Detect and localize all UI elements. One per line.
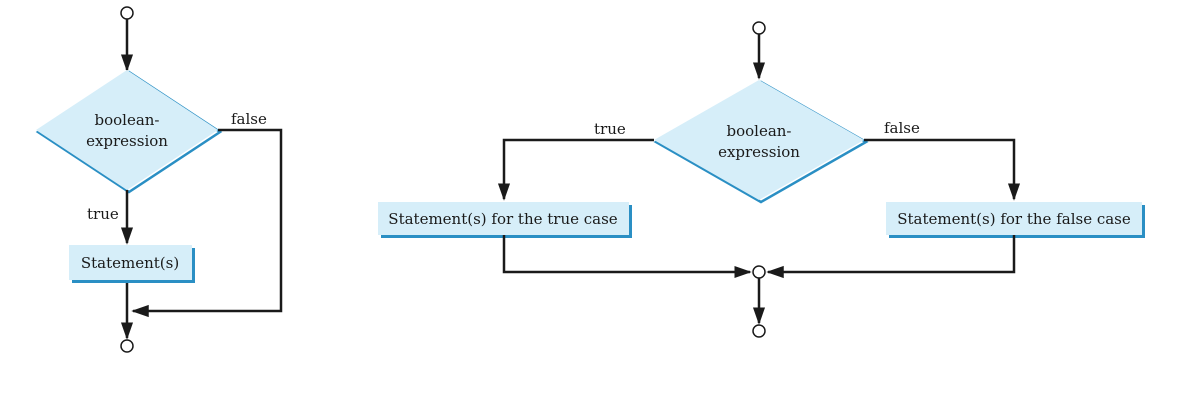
false-statement-box (886, 202, 1142, 235)
true-label: true (87, 205, 119, 223)
false-label: false (884, 119, 920, 137)
condition-text-line2: expression (86, 132, 168, 150)
statement-box (69, 245, 192, 280)
if-else-flowchart: boolean- expression true false Statement… (378, 21, 1145, 338)
true-merge-line (502, 235, 752, 279)
false-branch-line (131, 128, 283, 318)
merge-node (752, 265, 766, 279)
condition-diamond (654, 80, 864, 200)
true-statement-text: Statement(s) for the true case (388, 210, 618, 228)
true-statement-box (378, 202, 629, 235)
condition-diamond (36, 70, 218, 190)
if-flowchart: boolean- expression false true Statement… (35, 6, 283, 353)
condition-text-line1: boolean- (94, 111, 159, 129)
end-node (752, 324, 766, 338)
start-node (120, 6, 134, 20)
statement-text: Statement(s) (81, 254, 179, 272)
end-node (120, 339, 134, 353)
false-merge-line (766, 235, 1016, 279)
true-branch-line (497, 138, 654, 201)
false-branch-line (864, 138, 1021, 201)
start-node (752, 21, 766, 35)
condition-text-line1: boolean- (726, 122, 791, 140)
true-label: true (594, 120, 626, 138)
false-label: false (231, 110, 267, 128)
condition-text-line2: expression (718, 143, 800, 161)
false-statement-text: Statement(s) for the false case (897, 210, 1131, 228)
